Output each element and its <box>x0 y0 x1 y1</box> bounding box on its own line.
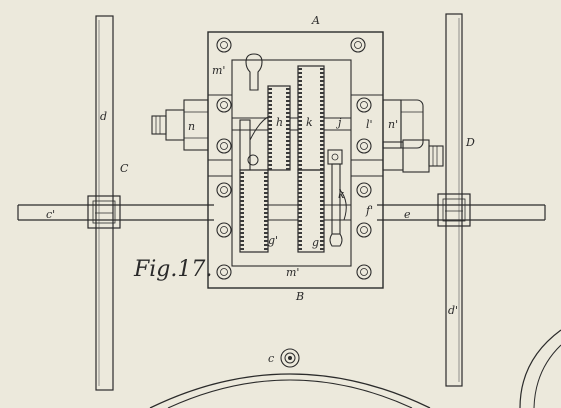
bottom-wheel <box>149 348 431 408</box>
right-hub <box>437 193 471 227</box>
label-n: n <box>188 120 195 133</box>
frame-bolts <box>216 37 372 280</box>
label-k-upper: k <box>306 116 313 129</box>
left-hub <box>87 195 121 229</box>
label-m-prime-bottom: m' <box>286 266 299 279</box>
right-lower-fitting <box>382 139 444 173</box>
gear-h <box>267 85 291 171</box>
label-d-prime: d' <box>448 304 458 317</box>
label-m-prime-top: m' <box>212 64 225 77</box>
inner-shafts <box>232 117 351 221</box>
label-n-prime: n' <box>388 118 398 131</box>
label-B: B <box>295 290 304 303</box>
gear-box-frame <box>207 31 384 289</box>
label-c-prime: c' <box>46 208 55 221</box>
label-g-prime: g' <box>268 234 278 247</box>
right-partial-wheel <box>519 329 561 408</box>
lower-shift-lever <box>327 149 347 247</box>
bolt <box>356 182 372 198</box>
label-c-bottom: c <box>268 352 274 365</box>
bolt <box>356 222 372 238</box>
bolt <box>356 138 372 154</box>
main-shaft <box>17 204 546 221</box>
label-C: C <box>120 162 129 175</box>
label-l-prime: l' <box>366 118 373 131</box>
gear-g-prime <box>239 169 269 253</box>
bolt <box>216 37 232 53</box>
label-k-lower: k <box>338 188 345 201</box>
bolt <box>216 182 232 198</box>
right-vertical-bar <box>445 13 463 387</box>
label-g: g <box>312 236 319 249</box>
bolt <box>216 222 232 238</box>
upper-shift-lever <box>239 53 271 171</box>
bolt <box>356 97 372 113</box>
label-f-prime: f' <box>365 204 373 217</box>
bolt <box>350 37 366 53</box>
gear-g <box>297 169 325 253</box>
label-j: j <box>335 116 342 129</box>
left-side-fitting <box>151 99 209 151</box>
label-h: h <box>276 116 283 129</box>
label-A: A <box>311 14 320 27</box>
figure-caption: Fig.17. <box>133 257 212 282</box>
label-e: e <box>404 208 411 221</box>
label-D: D <box>465 136 475 149</box>
bolt <box>356 264 372 280</box>
bolt <box>216 97 232 113</box>
bolt <box>216 264 232 280</box>
label-d: d <box>100 110 107 123</box>
left-vertical-bar <box>95 15 114 391</box>
right-upper-fitting <box>382 99 424 149</box>
bolt <box>216 138 232 154</box>
